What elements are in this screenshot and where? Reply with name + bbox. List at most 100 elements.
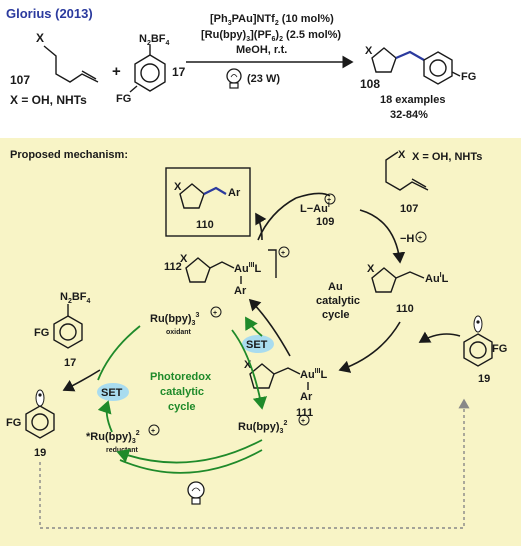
svg-text:AuIIIL: AuIIIL	[234, 262, 262, 275]
svg-text:SET: SET	[246, 339, 268, 351]
lightbulb-icon	[226, 68, 242, 89]
svg-text:+: +	[418, 235, 422, 242]
svg-text:+: +	[213, 310, 217, 317]
photoredox-cycle-label: Photoredox catalytic cycle	[150, 371, 212, 413]
svg-text:112: 112	[164, 261, 182, 273]
svg-text:Ar: Ar	[228, 187, 241, 199]
svg-text:Au: Au	[328, 281, 343, 293]
svg-text:SET: SET	[101, 387, 123, 399]
svg-text:FG: FG	[6, 417, 21, 429]
svg-text:*Ru(bpy)32: *Ru(bpy)32	[86, 430, 140, 445]
svg-text:−H: −H	[400, 233, 414, 245]
arrow-ru-regeneration	[231, 329, 268, 410]
svg-text:N2BF4: N2BF4	[60, 291, 91, 305]
reactant-107: X 107 X = OH, NHTs	[10, 31, 99, 107]
arrow-catalyst-join	[295, 192, 331, 199]
svg-text:cycle: cycle	[168, 401, 196, 413]
mech-substrate-107: X X = OH, NHTs 107	[385, 149, 482, 215]
svg-text:Ar: Ar	[234, 285, 247, 297]
svg-text:Ar: Ar	[300, 391, 313, 403]
svg-text:110: 110	[396, 303, 414, 315]
diazo-n: N	[139, 33, 147, 45]
svg-text:X: X	[174, 181, 182, 193]
svg-text:17: 17	[64, 357, 76, 369]
aryl-radical-19-left: FG 19	[6, 389, 55, 459]
svg-text:X: X	[244, 359, 252, 371]
svg-text:107: 107	[400, 203, 418, 215]
svg-text:19: 19	[478, 373, 490, 385]
svg-text:Ru(bpy)33: Ru(bpy)33	[150, 312, 199, 327]
svg-text:cycle: cycle	[322, 309, 350, 321]
arrow-photoexcitation-lower	[119, 449, 263, 474]
yield-range: 32-84%	[390, 109, 428, 121]
svg-text:X: X	[365, 45, 373, 57]
svg-text:catalytic: catalytic	[316, 295, 360, 307]
reactant2-fg: FG	[116, 93, 131, 105]
svg-text:19: 19	[34, 447, 46, 459]
arrow-diazo-to-radical	[62, 369, 101, 392]
svg-text:AuIIIL: AuIIIL	[300, 368, 328, 381]
boxed-product-110: X Ar 110	[165, 167, 251, 237]
reactant-x: X	[36, 31, 44, 45]
arrow-reductive-elimination	[255, 212, 267, 241]
intermediate-110: X AuIL 110	[367, 263, 449, 315]
svg-text:X = OH, NHTs: X = OH, NHTs	[412, 151, 482, 163]
plus-sign: +	[112, 63, 121, 80]
reactant-number: 107	[10, 73, 30, 87]
svg-text:X: X	[367, 263, 375, 275]
set-badge-center: SET	[242, 335, 274, 353]
svg-text:110: 110	[196, 219, 214, 231]
svg-text:+: +	[327, 197, 331, 204]
title: Glorius (2013)	[6, 6, 93, 21]
svg-text:+: +	[281, 250, 285, 257]
svg-text:Photoredox: Photoredox	[150, 371, 212, 383]
diazonium-17-left: N2BF4 FG 17	[34, 291, 91, 369]
svg-text:109: 109	[316, 216, 334, 228]
reactant2-number: 17	[172, 65, 186, 79]
arrow-radical-addition	[418, 331, 461, 343]
examples-count: 18 examples	[380, 94, 445, 106]
ru-ground: Ru(bpy)32 +	[238, 414, 310, 435]
svg-text:FG: FG	[492, 343, 507, 355]
au-cycle-label: Au catalytic cycle	[316, 281, 360, 321]
arrow-111-to-112	[248, 298, 291, 357]
svg-text:+: +	[151, 428, 155, 435]
arrow-protodeauration	[359, 209, 406, 264]
svg-text:+: +	[301, 418, 305, 425]
svg-text:N2BF4: N2BF4	[139, 33, 170, 47]
svg-text:oxidant: oxidant	[166, 329, 192, 336]
svg-text:[Ru(bpy)3](PF6)2 (2.5 mol%): [Ru(bpy)3](PF6)2 (2.5 mol%)	[201, 29, 341, 43]
arrow-set-electron	[245, 316, 263, 337]
mechanism-lightbulb-icon	[187, 481, 205, 505]
dashed-radical-transfer	[39, 398, 470, 529]
intermediate-112: 112 X AuIIIL Ar +	[164, 246, 290, 297]
svg-text:AuIL: AuIL	[425, 272, 449, 285]
x-definition: X = OH, NHTs	[10, 93, 87, 107]
mechanism-title: Proposed mechanism:	[10, 149, 128, 161]
svg-text:FG: FG	[34, 327, 49, 339]
svg-text:[Ph3PAu]NTf2 (10 mol%): [Ph3PAu]NTf2 (10 mol%)	[210, 13, 334, 27]
arrow-photo-oxidation	[97, 325, 141, 381]
svg-text:X: X	[180, 253, 188, 265]
reactant-17: N2BF4 FG 17	[116, 33, 186, 105]
svg-text:Ru(bpy)32: Ru(bpy)32	[238, 420, 287, 435]
light-power: (23 W)	[247, 73, 280, 85]
svg-text:catalytic: catalytic	[160, 386, 204, 398]
au-catalyst-109: L−AuI + 109	[300, 193, 336, 228]
svg-text:MeOH, r.t.: MeOH, r.t.	[236, 44, 287, 56]
svg-text:X: X	[398, 149, 406, 161]
svg-text:L−AuI: L−AuI	[300, 202, 330, 215]
ru-oxidant: Ru(bpy)33 + oxidant	[150, 306, 222, 336]
svg-text:FG: FG	[461, 71, 476, 83]
arrow-catalyst-return	[257, 197, 297, 241]
intermediate-111: X AuIIIL Ar 111	[244, 359, 328, 419]
product-108: X FG 108 18 examples 32-84%	[360, 45, 476, 121]
arrow-oxidation	[338, 321, 401, 373]
set-badge-left: SET	[97, 383, 129, 401]
arrow-photo-reduction	[97, 400, 113, 433]
svg-text:108: 108	[360, 77, 380, 91]
reaction-conditions: [Ph3PAu]NTf2 (10 mol%) [Ru(bpy)3](PF6)2 …	[186, 13, 354, 89]
aryl-radical-19-right: FG 19	[463, 315, 507, 385]
